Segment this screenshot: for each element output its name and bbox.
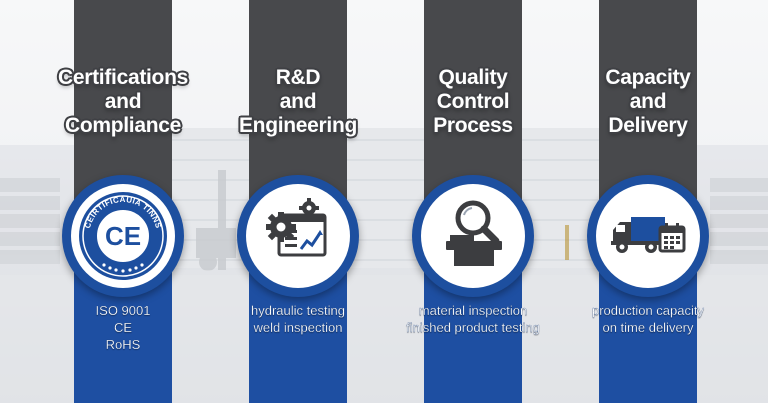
delivery-truck-calendar-icon	[611, 217, 686, 253]
panel-title: Certifications and Compliance	[14, 66, 232, 138]
ce-certification-seal-icon: CEIRTIFICAUIA TINNS CE	[79, 192, 167, 280]
panel-items: material inspection finished product tes…	[384, 302, 562, 336]
icon-badge: CEIRTIFICAUIA TINNS CE	[62, 175, 184, 297]
seal-mark: CE	[105, 221, 141, 251]
panel-certifications: Certifications and Compliance CEIRTIFICA…	[58, 0, 188, 403]
list-item: RoHS	[105, 337, 141, 352]
icon-badge	[587, 175, 709, 297]
panel-quality: Quality Control Process material inspect…	[406, 0, 540, 403]
list-item: ISO 9001	[95, 303, 151, 318]
list-item: production capacity	[591, 303, 704, 318]
magnifier-inspection-icon	[446, 200, 502, 266]
gears-dashboard-icon	[266, 198, 327, 257]
title-line: Capacity	[605, 66, 691, 89]
title-line: R&D	[275, 66, 321, 89]
panel-title: Capacity and Delivery	[539, 66, 757, 138]
panel-capacity: Capacity and Delivery	[587, 0, 709, 403]
title-line: Quality	[438, 66, 508, 89]
list-item: weld inspection	[253, 320, 343, 335]
title-line: and	[279, 90, 317, 113]
list-item: CE	[113, 320, 133, 335]
panel-title: Quality Control Process	[364, 66, 582, 138]
title-line: Process	[433, 114, 513, 137]
icon-badge	[237, 175, 359, 297]
panel-title: R&D and Engineering	[189, 66, 407, 138]
panel-items: production capacity on time delivery	[559, 302, 737, 336]
list-item: material inspection	[418, 303, 528, 318]
panel-items: ISO 9001 CE RoHS	[34, 302, 212, 353]
list-item: finished product testing	[406, 320, 540, 335]
panel-items: hydraulic testing weld inspection	[209, 302, 387, 336]
title-line: Certifications	[58, 66, 188, 89]
title-line: and	[629, 90, 667, 113]
title-line: Delivery	[608, 114, 688, 137]
icon-badge	[412, 175, 534, 297]
title-line: Engineering	[238, 114, 358, 137]
title-line: Compliance	[64, 114, 182, 137]
title-line: and	[104, 90, 142, 113]
list-item: hydraulic testing	[251, 303, 345, 318]
panel-rnd: R&D and Engineering	[237, 0, 359, 403]
title-line: Control	[436, 90, 510, 113]
list-item: on time delivery	[602, 320, 694, 335]
